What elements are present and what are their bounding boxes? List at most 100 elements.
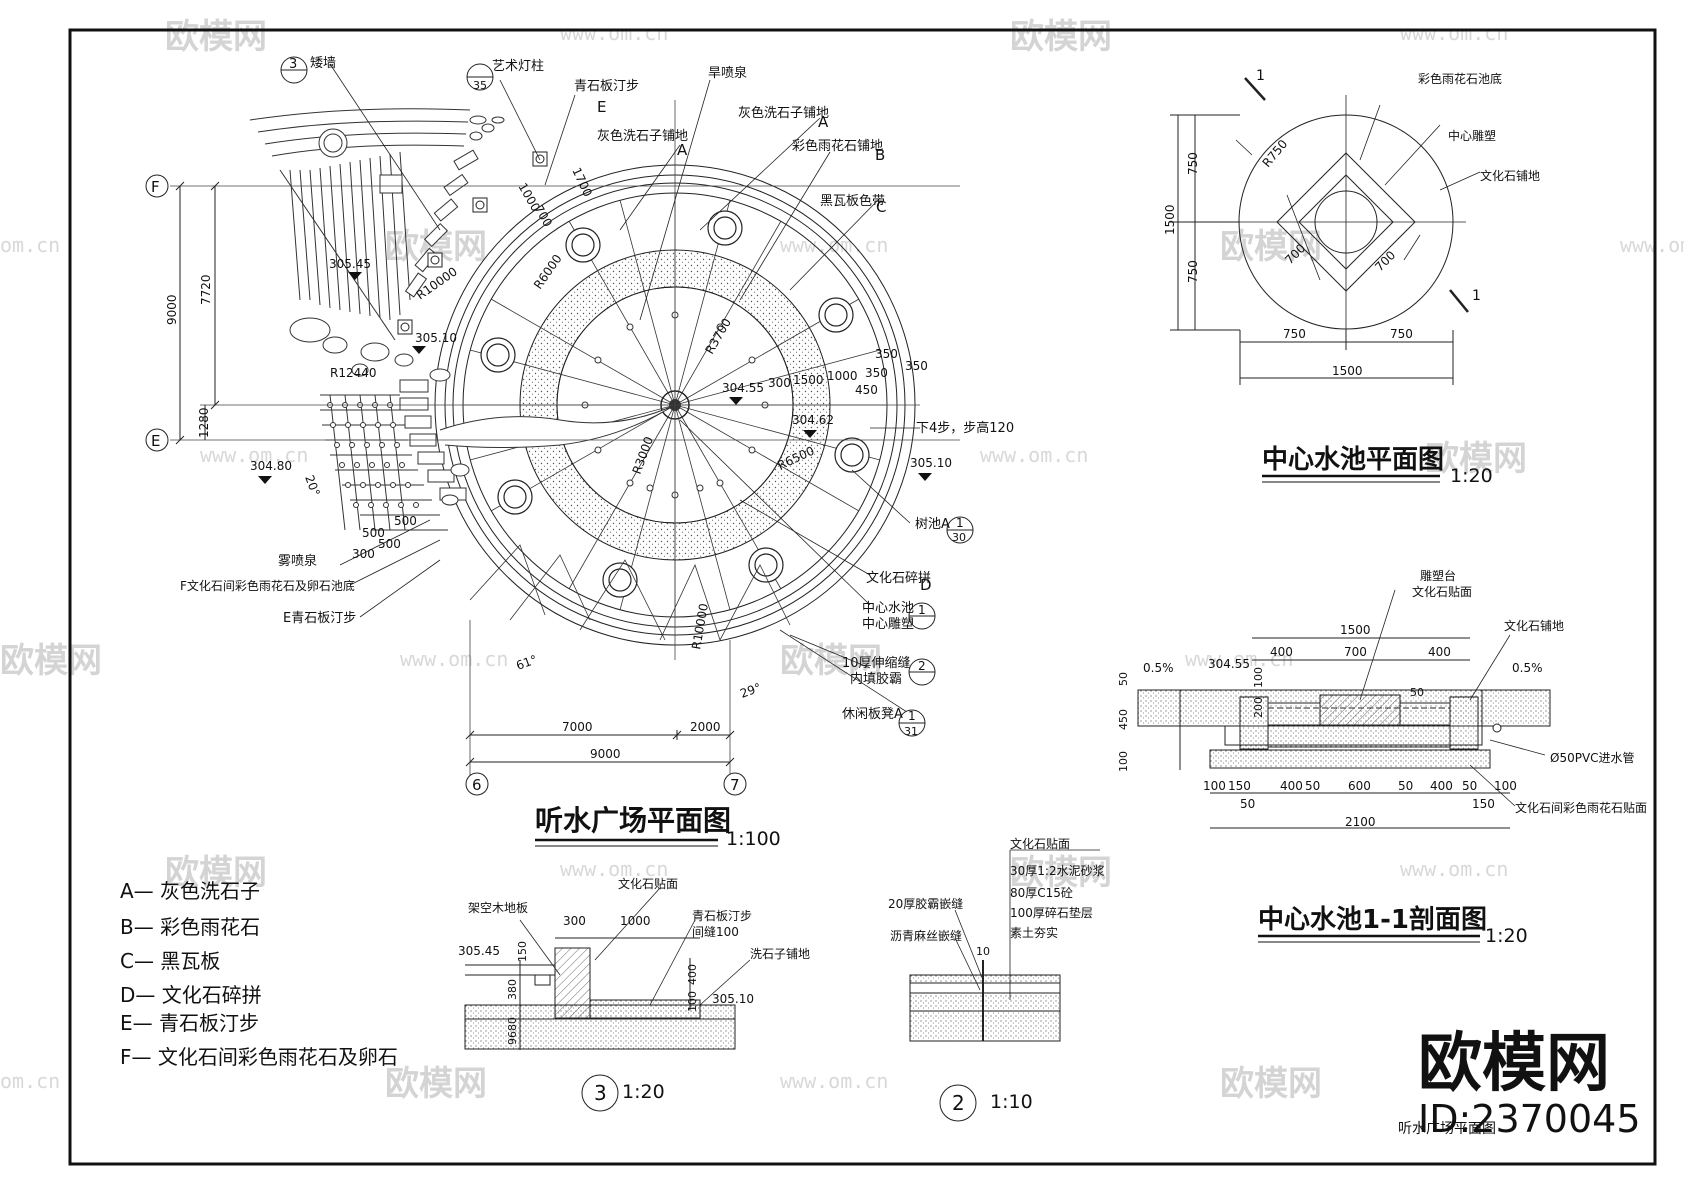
label-center-pool: 中心水池 bbox=[862, 601, 914, 616]
title-pool-section: 中心水池1-1剖面图 bbox=[1258, 904, 1487, 935]
dim: 50 bbox=[1240, 797, 1255, 811]
dim: 50 bbox=[1117, 672, 1130, 686]
detail-3 bbox=[464, 887, 751, 1112]
legend-item: D— 文化石碎拼 bbox=[120, 983, 262, 1007]
label-center-sculpture: 中心雕塑 bbox=[862, 617, 914, 632]
dim: 9000 bbox=[165, 294, 179, 325]
label-low-wall: 矮墙 bbox=[310, 56, 336, 71]
label-grey-pebble-2: 灰色洗石子铺地 bbox=[597, 128, 688, 144]
dim: 500 bbox=[394, 514, 417, 528]
watermark-url: www.om.cn bbox=[560, 857, 668, 881]
label-facing: 文化石贴面 bbox=[618, 876, 678, 891]
grid-7: 7 bbox=[730, 776, 740, 794]
dim: 350 bbox=[865, 366, 888, 380]
elevation: 305.45 bbox=[458, 944, 500, 958]
ref-bubbles bbox=[280, 56, 974, 737]
watermark-brand: 欧模网 bbox=[780, 641, 882, 681]
label-bluestone-step: 青石板汀步 bbox=[574, 79, 639, 94]
scale: 1:20 bbox=[1450, 465, 1493, 487]
lamp-posts bbox=[397, 151, 548, 335]
dim: 100 bbox=[1117, 751, 1130, 772]
scale: 1:10 bbox=[990, 1091, 1033, 1113]
dim: 100 bbox=[686, 991, 699, 1012]
dim: 750 bbox=[1390, 327, 1413, 341]
ref: 31 bbox=[904, 725, 918, 738]
watermark-url: www.om.cn bbox=[780, 1069, 888, 1093]
detail-3-labels: 架空木地板 文化石贴面 青石板汀步 间缝100 洗石子铺地 300 1000 1… bbox=[458, 876, 810, 1105]
dim: 1500 bbox=[1340, 623, 1371, 637]
detail-2 bbox=[909, 849, 1100, 1122]
radius-label: R6000 bbox=[531, 252, 565, 292]
pool-plan bbox=[1170, 77, 1481, 385]
dim: 300 bbox=[352, 547, 375, 561]
slope: 0.5% bbox=[1512, 661, 1543, 675]
label-sculpture: 中心雕塑 bbox=[1448, 128, 1496, 143]
label-step: 青石板汀步 bbox=[692, 909, 752, 923]
letter-e: E bbox=[597, 98, 606, 116]
watermark-url: www.om.cn bbox=[200, 443, 308, 467]
dim: 750 bbox=[1186, 152, 1200, 175]
radius-label: R12440 bbox=[330, 366, 377, 380]
angle: 29° bbox=[738, 680, 763, 700]
plaza-plan bbox=[145, 56, 974, 796]
pool-section-labels: 雕塑台 文化石贴面 文化石铺地 Ø50PVC进水管 文化石间彩色雨花石贴面 15… bbox=[1117, 568, 1647, 829]
legend-item: B— 彩色雨花石 bbox=[120, 915, 260, 939]
label-platform: 雕塑台 bbox=[1420, 568, 1456, 583]
pebbles bbox=[289, 115, 505, 506]
dim: 380 bbox=[506, 979, 519, 1000]
grid-f: F bbox=[151, 178, 160, 196]
dim: 7720 bbox=[199, 274, 213, 305]
pool-plan-title: 中心水池平面图 1:20 bbox=[1262, 445, 1493, 487]
paving-fans bbox=[469, 544, 791, 641]
dim: 350 bbox=[905, 359, 928, 373]
label-rain-stone: 彩色雨花石铺地 bbox=[792, 138, 883, 154]
ref: 1 bbox=[908, 709, 916, 723]
radius-label: R10000 bbox=[689, 602, 711, 650]
label-grey-pebble: 灰色洗石子铺地 bbox=[738, 105, 829, 121]
logo-text: 欧模网 bbox=[1418, 1027, 1610, 1101]
elevation: 305.10 bbox=[415, 331, 457, 345]
label-paving: 文化石铺地 bbox=[1480, 168, 1540, 183]
watermark-url: www.om.cn bbox=[1400, 21, 1508, 45]
dim: 7000 bbox=[562, 720, 593, 734]
dim: 10 bbox=[976, 945, 990, 958]
dim: 700 bbox=[1372, 248, 1398, 274]
layer: 80厚C15砼 bbox=[1010, 886, 1073, 900]
dim: 1000 bbox=[620, 914, 651, 928]
dim: 300 bbox=[563, 914, 586, 928]
elevation: 305.10 bbox=[910, 456, 952, 470]
dim: 100 bbox=[1203, 779, 1226, 793]
ref: 35 bbox=[473, 79, 487, 92]
layer: 100厚碎石垫层 bbox=[1010, 905, 1093, 920]
ref: 2 bbox=[918, 659, 926, 673]
watermark-brand: 欧模网 bbox=[165, 853, 267, 893]
dim: 1500 bbox=[1332, 364, 1363, 378]
dim: 50 bbox=[1462, 779, 1477, 793]
detail-number: 3 bbox=[594, 1081, 607, 1105]
dim: 50 bbox=[1410, 686, 1424, 699]
label-art-lamp: 艺术灯柱 bbox=[492, 59, 544, 74]
watermark-url: www.om.cn bbox=[1400, 857, 1508, 881]
pool-section-title: 中心水池1-1剖面图 1:20 bbox=[1258, 904, 1528, 947]
elevation: 304.55 bbox=[1208, 657, 1250, 671]
label-fog-fountain: 雾喷泉 bbox=[278, 553, 317, 569]
label-filler: 内填胶霸 bbox=[850, 671, 902, 687]
dim: 2000 bbox=[690, 720, 721, 734]
dim: 350 bbox=[875, 347, 898, 361]
dim: 100 bbox=[1252, 667, 1265, 688]
drawing-frame bbox=[68, 28, 1657, 1166]
dim: 1700 bbox=[569, 165, 595, 199]
label-paving: 文化石铺地 bbox=[1504, 618, 1564, 633]
watermark-brand: 欧模网 bbox=[1010, 853, 1112, 893]
legend-item: F— 文化石间彩色雨花石及卵石 bbox=[120, 1045, 398, 1069]
dim: 750 bbox=[1186, 260, 1200, 283]
brand-logo: 欧模网 ID:2370045 听水广场平面图 bbox=[1398, 1027, 1641, 1141]
dim: 1280 bbox=[197, 407, 211, 438]
letter-a: A bbox=[677, 141, 688, 159]
label-e-step: E青石板汀步 bbox=[283, 611, 356, 626]
dim: 450 bbox=[1117, 709, 1130, 730]
scale: 1:20 bbox=[622, 1081, 665, 1103]
dim: 200 bbox=[1252, 697, 1265, 718]
label-asphalt: 沥青麻丝嵌缝 bbox=[890, 928, 962, 943]
plaza-annotations: 矮墙 艺术灯柱 青石板汀步 E 旱喷泉 灰色洗石子铺地 A 灰色洗石子铺地 A … bbox=[151, 56, 1014, 794]
